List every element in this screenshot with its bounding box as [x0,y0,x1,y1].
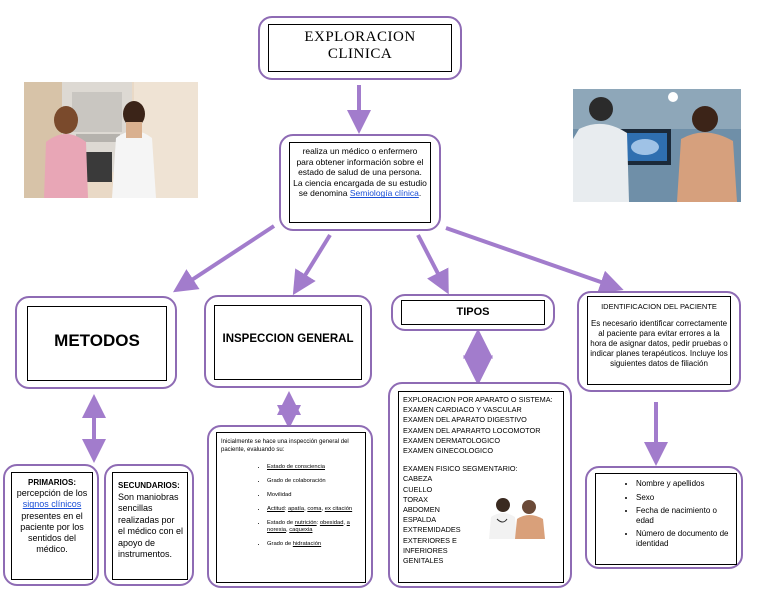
identificacion-text: Es necesario identificar correctamente a… [590,319,728,368]
tipos-item: EXAMEN DERMATOLOGICO [403,435,501,445]
inspeccion-item: Grado de hidratación [267,541,365,548]
identificacion-item: Fecha de nacimiento o edad [636,506,732,525]
semiologia-link[interactable]: Semiología clínica [349,188,419,199]
signos-clinicos-link[interactable]: signos clínicos [22,499,82,510]
tipos-item: EXAMEN FISICO SEGMENTARIO: [403,464,518,474]
secundarios-body: Son maniobras sencillas realizadas por e… [118,491,184,560]
definition-text: realiza un médico o enfermero para obten… [290,143,430,199]
inspeccion-item: Estado de consciencia [267,464,365,471]
tipos-item: TORAX [403,494,429,504]
item-text: Grado de colaboración [267,478,326,484]
inspeccion-item: Grado de colaboración [267,478,365,485]
arrow-definition-to-tipos [416,234,449,295]
tipos-list-1: EXPLORACION POR APARATO O SISTEMA: EXAME… [399,392,563,456]
secundarios-node: SECUNDARIOS: Son maniobras sencillas rea… [104,464,194,586]
definition-body: realiza un médico o enfermero para obten… [293,146,427,199]
tipos-item: EXAMEN CARDIACO Y VASCULAR [403,405,522,415]
inspeccion-item: Actitud: apatía, coma, ex citación [267,506,365,513]
identificacion-item: Número de documento de identidad [636,529,732,548]
tipos-title: TIPOS [456,306,490,318]
item-text: Actitud [267,506,285,512]
metodos-title: METODOS [54,331,140,350]
ultrasound-photo [573,89,741,202]
item-text: caquexia [289,527,313,533]
item-text: obesidad [319,520,344,526]
inspeccion-intro: Inicialmente se hace una inspección gene… [221,439,349,453]
tipos-list-2: EXAMEN FISICO SEGMENTARIO: CABEZA CUELLO… [399,456,563,566]
tipos-item: CABEZA [403,474,433,484]
inspeccion-title: INSPECCION GENERAL [222,333,354,345]
title-line-1: EXPLORACION [304,29,416,45]
primarios-text-2: presentes en el paciente por los sentido… [20,510,84,555]
arrow-definition-to-identificacion [445,226,624,294]
item-text: nutrición [294,520,317,526]
physical-exam-photo [487,495,547,539]
tipos-item: ESPALDA [403,515,437,525]
tipos-detail-node: EXPLORACION POR APARATO O SISTEMA: EXAME… [388,382,572,588]
title-line-2: CLINICA [327,46,393,62]
arrow-definition-to-metodos [172,224,276,293]
inspeccion-list: Estado de consciencia Grado de colaborac… [217,464,365,548]
definition-end: . [418,188,422,199]
secundarios-title: SECUNDARIOS: [118,481,180,490]
identificacion-item: Sexo [636,493,732,503]
identificacion-title: IDENTIFICACION DEL PACIENTE [601,302,717,311]
mammography-photo [24,82,198,198]
item-text: Grado de [267,541,292,547]
tipos-item: EXTREMIDADES EXTERIORES E INFERIORES [403,525,461,555]
arrow-definition-to-inspeccion [292,233,332,296]
identificacion-node: IDENTIFICACION DEL PACIENTE Es necesario… [577,291,741,392]
inspeccion-item: Movilidad [267,492,365,499]
identificacion-detail-node: Nombre y apellidos Sexo Fecha de nacimie… [585,466,743,569]
metodos-node: METODOS [15,296,177,389]
tipos-item: GENITALES [403,556,444,566]
definition-node: realiza un médico o enfermero para obten… [279,134,441,231]
item-text: hidratación [292,541,322,547]
item-text: Estado de consciencia [267,464,326,470]
identificacion-list: Nombre y apellidos Sexo Fecha de nacimie… [596,474,736,549]
primarios-text: PRIMARIOS: percepción de los signos clín… [12,473,92,555]
item-text: coma [307,506,322,512]
identificacion-item: Nombre y apellidos [636,479,732,489]
item-text: a norexia [267,520,350,533]
tipos-item: EXAMEN GINECOLOGICO [403,446,494,456]
inspeccion-node: INSPECCION GENERAL [204,295,372,388]
primarios-title: PRIMARIOS: [28,478,76,487]
item-text: Movilidad [267,492,292,498]
item-text: Estado de [267,520,294,526]
title-node: EXPLORACION CLINICA [258,16,462,80]
item-text: apatía [287,506,305,512]
tipos-item: ABDOMEN [403,505,440,515]
secundarios-text: SECUNDARIOS: Son maniobras sencillas rea… [113,473,187,561]
tipos-item: CUELLO [403,484,433,494]
tipos-item: EXAMEN DEL APARARTO LOCOMOTOR [403,425,541,435]
tipos-item: EXAMEN DEL APARATO DIGESTIVO [403,415,527,425]
tipos-node: TIPOS [391,294,555,331]
primarios-node: PRIMARIOS: percepción de los signos clín… [3,464,99,586]
item-text: ex citación [324,506,353,512]
tipos-item: EXPLORACION POR APARATO O SISTEMA: [403,395,553,404]
primarios-text-1: percepción de los [16,488,88,499]
inspeccion-detail-node: Inicialmente se hace una inspección gene… [207,425,373,588]
inspeccion-item: Estado de nutrición: obesidad, a norexia… [267,520,365,534]
